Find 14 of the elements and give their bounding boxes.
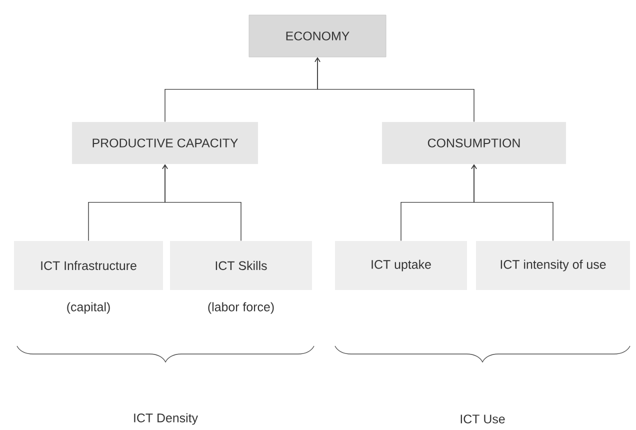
group-label: ICT Density [134,413,198,425]
category-box: ICT uptake [335,241,467,290]
connector-arrow [162,164,242,242]
category-box: ICT Skills [170,241,312,290]
category-box: CONSUMPTION [382,122,566,164]
note-text: (labor force) [208,302,274,314]
category-box: ICT Infrastructure [14,241,163,290]
connector-arrow [471,164,554,242]
connector-arrow [314,57,474,122]
category-box: ICT intensity of use [476,241,630,290]
note-text: (capital) [67,302,110,314]
group-label: ICT Use [460,414,505,424]
category-box: PRODUCTIVE CAPACITY [72,122,258,164]
header-box: ECONOMY [248,14,386,58]
